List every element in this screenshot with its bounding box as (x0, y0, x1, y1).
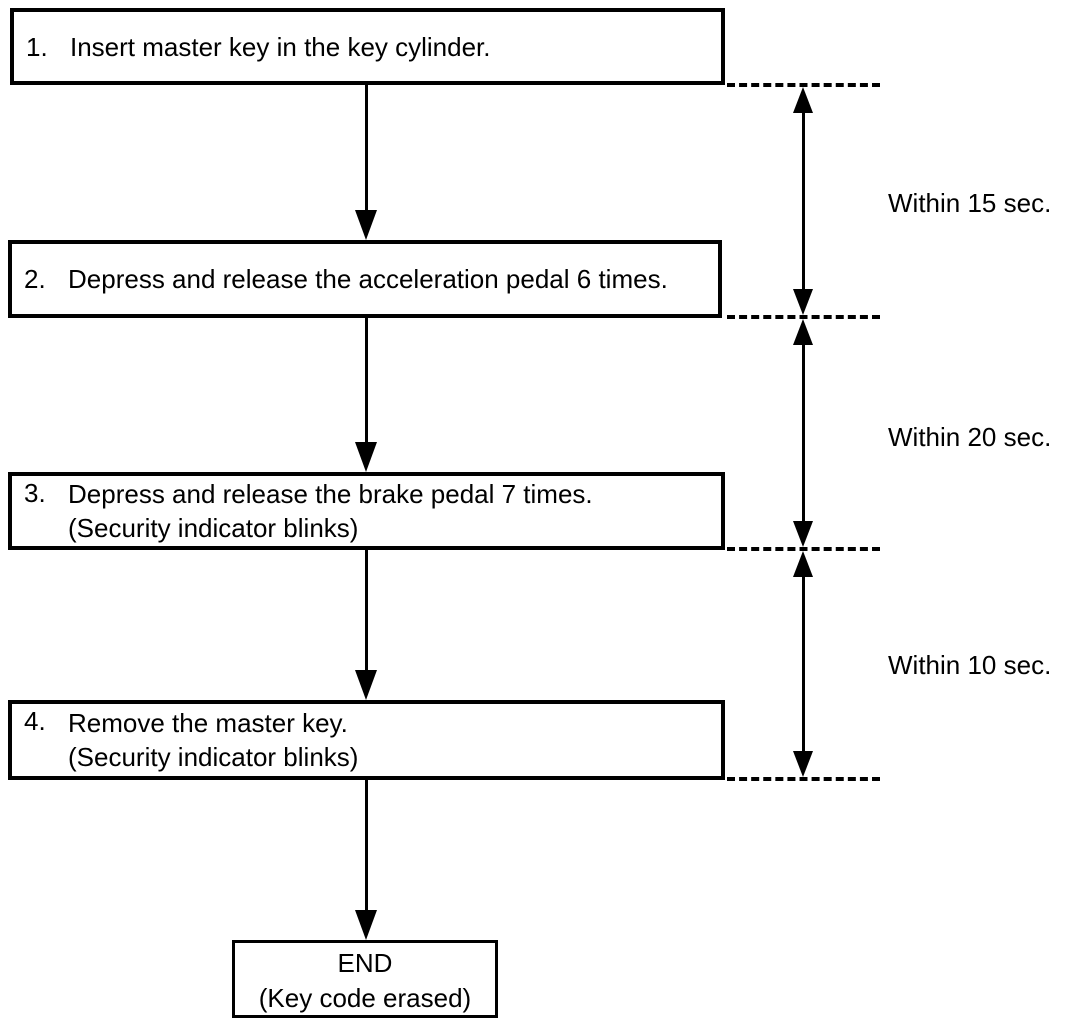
arrowhead-down-icon (793, 751, 813, 777)
step-3-number: 3. (24, 478, 46, 508)
step-box-3: 3. Depress and release the brake pedal 7… (8, 472, 725, 550)
arrowhead-down-icon (355, 670, 377, 700)
timing-label-1: Within 15 sec. (888, 188, 1052, 218)
step-4-number: 4. (24, 706, 46, 736)
dashed-line-3 (727, 547, 880, 551)
dashed-line-4 (727, 777, 880, 781)
end-box: END (Key code erased) (232, 940, 498, 1018)
flow-arrow-3 (354, 550, 378, 700)
interval-arrow-3 (791, 551, 815, 777)
step-box-2: 2. Depress and release the acceleration … (8, 240, 722, 318)
arrowhead-up-icon (793, 87, 813, 113)
arrowhead-down-icon (793, 289, 813, 315)
end-title: END (337, 948, 393, 978)
timing-label-2: Within 20 sec. (888, 422, 1052, 452)
arrow-shaft (364, 780, 368, 910)
arrowhead-down-icon (793, 521, 813, 547)
step-2-number: 2. (24, 264, 46, 294)
arrowhead-down-icon (355, 210, 377, 240)
dashed-line-2 (727, 315, 880, 319)
arrow-shaft (364, 318, 368, 442)
arrow-shaft (364, 550, 368, 670)
flow-arrow-4 (354, 780, 378, 940)
step-4-note: (Security indicator blinks) (68, 742, 359, 772)
interval-arrow-2 (791, 319, 815, 547)
arrow-shaft (801, 113, 805, 289)
arrow-shaft (801, 345, 805, 521)
arrow-shaft (801, 577, 805, 751)
step-1-number: 1. (26, 31, 48, 62)
arrowhead-up-icon (793, 551, 813, 577)
arrow-shaft (364, 85, 368, 210)
step-2-text: Depress and release the acceleration ped… (68, 264, 668, 294)
step-3-text: Depress and release the brake pedal 7 ti… (68, 479, 593, 509)
flow-arrow-2 (354, 318, 378, 472)
end-subtitle: (Key code erased) (258, 983, 472, 1013)
dashed-line-1 (727, 83, 880, 87)
arrowhead-down-icon (355, 910, 377, 940)
step-box-1: 1. Insert master key in the key cylinder… (10, 8, 725, 85)
step-3-note: (Security indicator blinks) (68, 513, 359, 543)
flow-arrow-1 (354, 85, 378, 240)
interval-arrow-1 (791, 87, 815, 315)
step-box-4: 4. Remove the master key. (Security indi… (8, 700, 725, 780)
arrowhead-down-icon (355, 442, 377, 472)
step-4-text: Remove the master key. (68, 708, 348, 738)
arrowhead-up-icon (793, 319, 813, 345)
timing-label-3: Within 10 sec. (888, 650, 1052, 680)
step-1-text: Insert master key in the key cylinder. (70, 31, 491, 62)
